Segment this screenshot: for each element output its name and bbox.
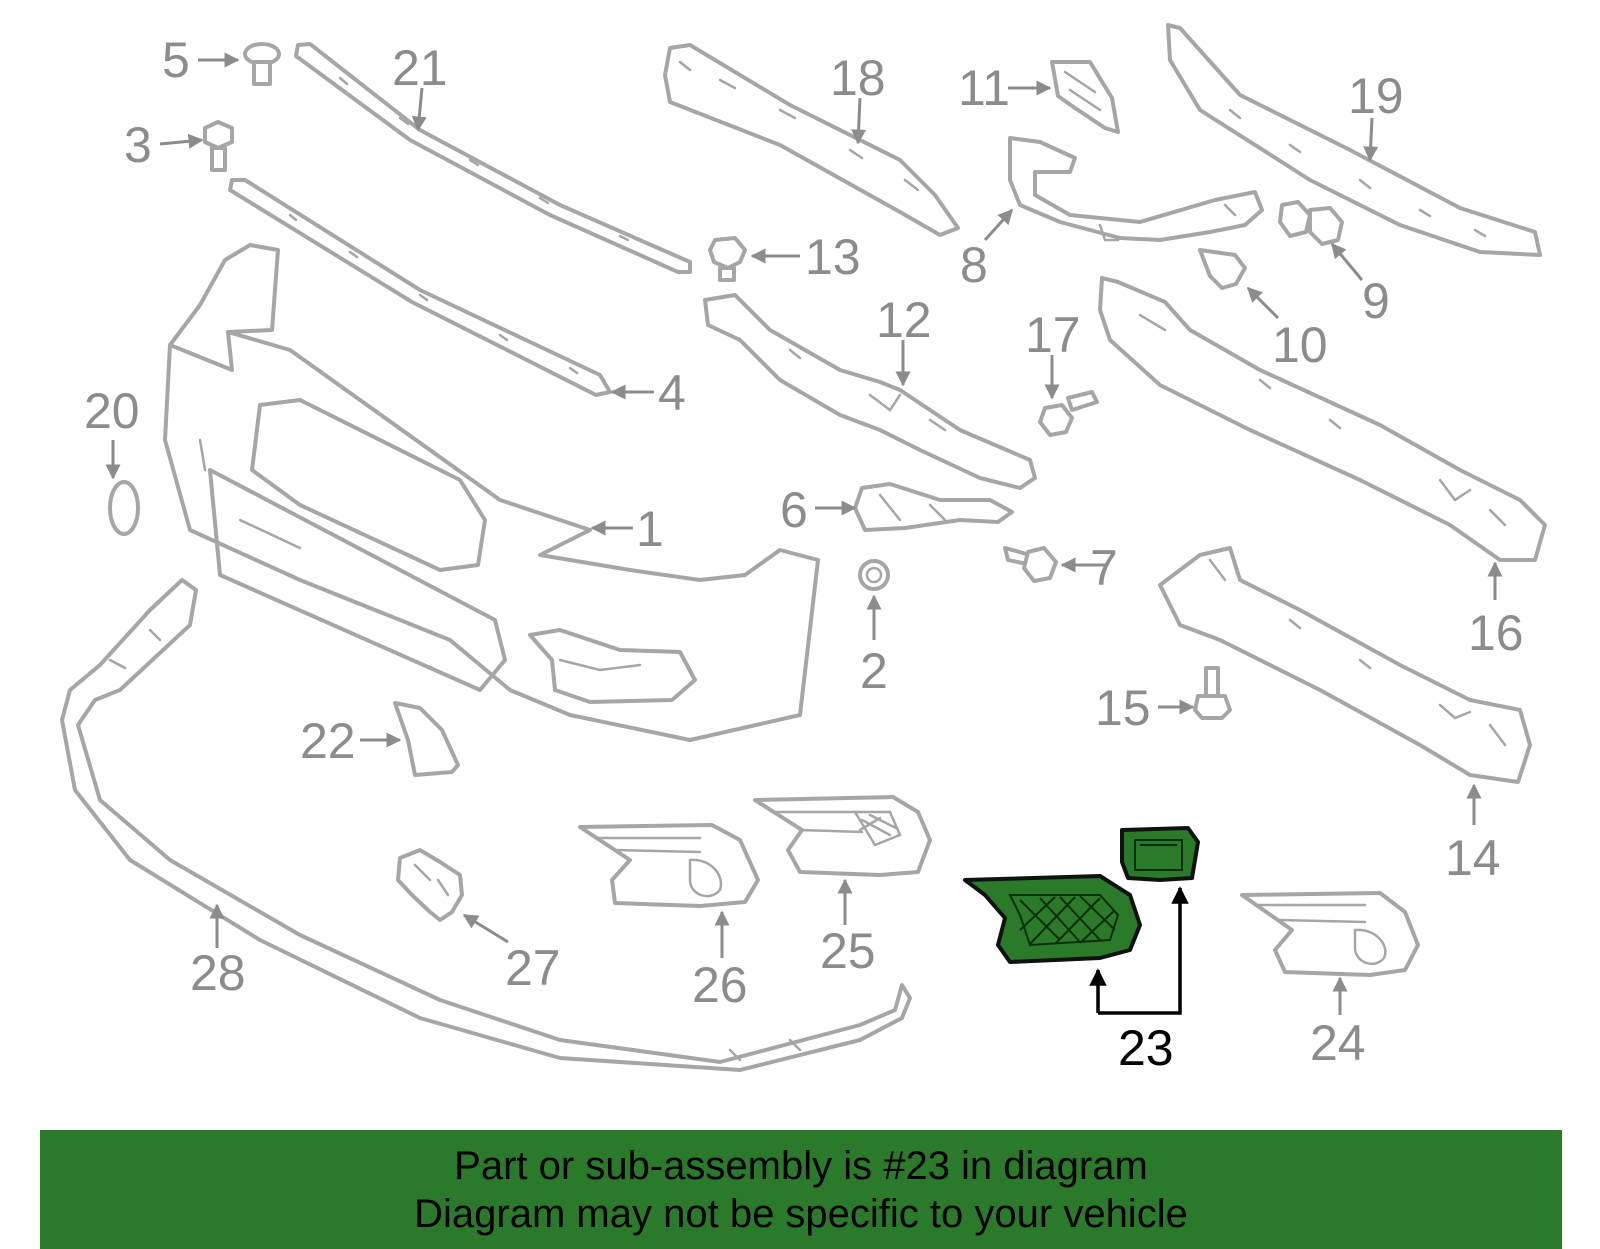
callout-14: 14 [1445,830,1501,886]
part-6-bracket: 6 [780,482,1014,538]
callout-23: 23 [1118,1020,1174,1076]
callout-5: 5 [162,32,190,88]
banner-line-disclaimer: Diagram may not be specific to your vehi… [414,1192,1188,1236]
part-27-fastener: 27 [396,848,561,996]
part-20-cap: 20 [84,383,140,536]
part-8-bracket-arm: 8 [960,136,1264,293]
callout-19: 19 [1348,68,1404,124]
part-17-bolt: 17 [1025,307,1099,437]
callout-21: 21 [392,40,448,96]
part-1-bumper-cover: 1 [163,243,820,742]
callout-2: 2 [860,643,888,699]
callout-9: 9 [1362,273,1390,329]
part-15-pin: 15 [1095,666,1232,736]
callout-3: 3 [124,117,152,173]
callout-27: 27 [505,940,561,996]
part-2-clip: 2 [858,559,890,699]
part-18-upper-beam: 18 [663,43,960,237]
part-19-upper-right-beam: 19 [1166,23,1542,257]
banner-background [40,1130,1562,1249]
callout-13: 13 [805,229,861,285]
part-26-fog-cover: 26 [578,823,760,1013]
callout-7: 7 [1090,540,1118,596]
banner-line-part: Part or sub-assembly is #23 in diagram [454,1144,1148,1188]
callout-1: 1 [636,501,664,557]
part-13-clip: 13 [708,229,861,285]
part-5-bolt: 5 [162,32,281,88]
part-9-bolt: 9 [1278,200,1390,329]
part-11-bracket: 11 [958,60,1120,134]
callout-24: 24 [1310,1015,1366,1071]
part-25-fog-cover-mesh: 25 [753,795,932,979]
callout-10: 10 [1272,317,1328,373]
callout-11: 11 [958,60,1010,116]
part-28-lower-lip: 28 [60,578,912,1072]
callout-15: 15 [1095,680,1151,736]
callout-22: 22 [300,713,356,769]
callout-26: 26 [692,957,748,1013]
part-3-bolt: 3 [124,117,234,173]
part-21-upper-strip: 21 [294,40,692,274]
callout-12: 12 [876,292,932,348]
part-24-fog-cover: 24 [1240,891,1420,1071]
callout-28: 28 [190,945,246,1001]
callout-25: 25 [820,923,876,979]
part-14-lower-beam: 14 [1158,546,1532,886]
part-7-bolt: 7 [1003,540,1118,596]
callout-20: 20 [84,383,140,439]
callout-17: 17 [1025,307,1081,363]
part-23-highlighted: 23 [963,826,1200,1076]
callout-4: 4 [658,365,686,421]
callout-16: 16 [1468,605,1524,661]
info-banner: Part or sub-assembly is #23 in diagram D… [40,1130,1562,1249]
part-10-clip: 10 [1198,248,1328,373]
part-4-strip: 4 [228,178,686,421]
callout-8: 8 [960,237,988,293]
part-12-absorber: 12 [703,292,1037,490]
part-22-small-cover: 22 [300,701,460,777]
callout-18: 18 [830,50,886,106]
part-16-reinforcement: 16 [1098,276,1547,661]
callout-6: 6 [780,482,808,538]
